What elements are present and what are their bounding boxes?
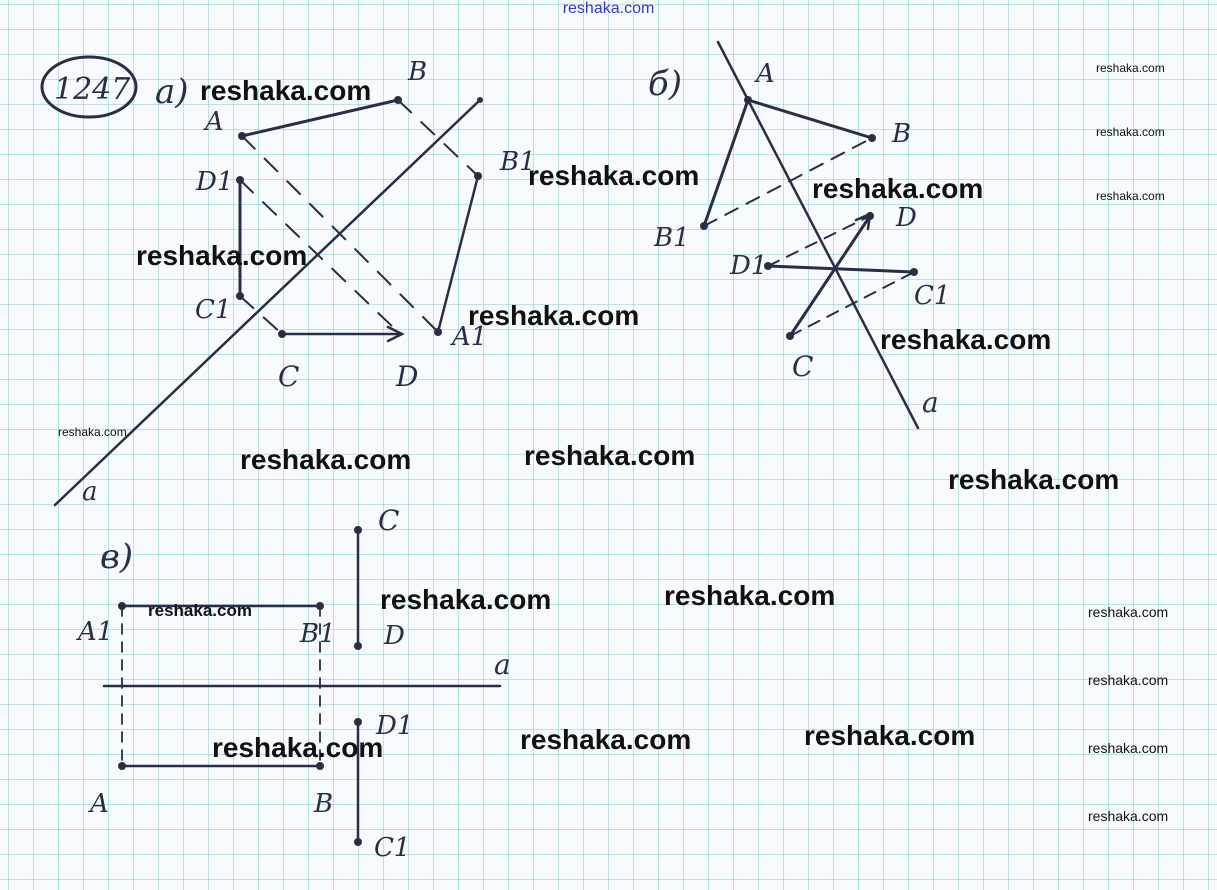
part-v-label-A: A <box>88 789 109 819</box>
part-a-axis-line <box>53 98 482 507</box>
part-b-segment-AB1 <box>702 98 750 228</box>
part-b-axis-line <box>716 40 920 430</box>
part-a-point-B <box>394 96 402 104</box>
watermark-small: reshaka.com <box>58 425 127 439</box>
watermark: reshaka.com <box>524 440 696 471</box>
watermark: reshaka.com <box>804 720 976 751</box>
problem-number: 1247 <box>54 72 131 107</box>
watermark: reshaka.com <box>812 173 984 204</box>
part-a-dashed-AA1 <box>241 135 439 333</box>
part-b-label-C1: C1 <box>914 281 950 311</box>
part-b-label-B1: B1 <box>653 223 690 253</box>
part-b-point-D1 <box>764 262 772 270</box>
part-b-label-D: D <box>895 203 917 233</box>
watermark: reshaka.com <box>948 464 1120 495</box>
part-b-segment-D1C1 <box>766 264 916 274</box>
part-b-point-B <box>868 134 876 142</box>
part-v-point-A1 <box>118 602 126 610</box>
part-v-label-D1: D1 <box>375 711 413 741</box>
part-a-dashed-D1D <box>239 179 399 333</box>
part-v-point-D1 <box>354 718 362 726</box>
part-b-point-D <box>866 212 874 220</box>
part-v-axis-label: a <box>494 648 511 681</box>
watermark: reshaka.com <box>136 240 308 271</box>
part-v-label-A1: A1 <box>76 617 113 647</box>
part-a-point-A <box>238 132 246 140</box>
part-b-label-B: B <box>891 119 911 149</box>
part-a-point-B1 <box>474 172 482 180</box>
part-a-dashed-C1C <box>239 295 283 335</box>
part-a-point-D1 <box>236 176 244 184</box>
part-a-segment-AB <box>240 98 400 138</box>
watermark: reshaka.com <box>212 732 384 763</box>
part-a-segment-B1A1 <box>436 174 480 334</box>
part-a-label-C: C <box>278 360 299 393</box>
part-v-label-C: C <box>378 504 399 537</box>
part-a-label-B1: B1 <box>499 147 536 177</box>
part-a-axis-end <box>477 97 483 103</box>
part-b-dashed-CC1 <box>789 271 915 337</box>
part-b-dashed-D1D <box>767 215 871 267</box>
part-b-dashed-B1B <box>703 137 873 227</box>
part-v-point-B1 <box>316 602 324 610</box>
part-a-point-C1 <box>236 292 244 300</box>
part-b-point-A <box>744 96 752 104</box>
part-v-label: в) <box>100 537 133 577</box>
watermark: reshaka.com <box>664 580 836 611</box>
part-a-point-C <box>278 330 286 338</box>
part-a-point-A1 <box>434 328 442 336</box>
part-b-point-B1 <box>700 222 708 230</box>
watermark-small: reshaka.com <box>1088 808 1169 824</box>
part-a-dashed-BB1 <box>397 99 479 177</box>
part-a-label-C1: C1 <box>195 295 231 325</box>
watermark-small: reshaka.com <box>1088 604 1169 620</box>
watermark: reshaka.com <box>468 300 640 331</box>
watermark-small: reshaka.com <box>1088 740 1169 756</box>
problem-number-circle <box>40 55 138 119</box>
part-v-point-A <box>118 762 126 770</box>
part-v-label-D: D <box>383 621 405 651</box>
part-b-label: б) <box>648 64 682 104</box>
watermark: reshaka.com <box>880 324 1052 355</box>
part-b-label-C: C <box>792 350 813 383</box>
watermark: reshaka.com <box>200 75 372 106</box>
part-a-arrow-D <box>386 325 405 343</box>
part-v-point-C <box>354 526 362 534</box>
part-a-label-D1: D1 <box>195 167 233 197</box>
part-v-label-B: B <box>313 789 333 819</box>
part-a-label-D: D <box>395 360 418 393</box>
part-b-point-C <box>786 332 794 340</box>
watermark: reshaka.com <box>528 160 700 191</box>
part-b-point-C1 <box>910 268 918 276</box>
part-v-point-C1 <box>354 838 362 846</box>
part-a-label: а) <box>155 72 189 112</box>
part-a-label-A: A <box>203 107 224 137</box>
site-header[interactable]: reshaka.com <box>562 0 655 17</box>
part-b-segment-AB <box>746 98 874 140</box>
part-a-axis-label: a <box>82 477 98 507</box>
watermark: reshaka.com <box>520 724 692 755</box>
watermark-small: reshaka.com <box>1096 189 1165 203</box>
watermark: reshaka.com <box>240 444 412 475</box>
part-a-label-B: B <box>407 57 427 87</box>
watermark-small: reshaka.com <box>1088 672 1169 688</box>
part-v-point-B <box>316 762 324 770</box>
part-v-point-D <box>354 642 362 650</box>
part-b-axis-label: a <box>922 386 939 419</box>
part-b-label-A: A <box>754 59 775 89</box>
part-b-segment-CD <box>788 214 872 338</box>
watermark: reshaka.com <box>380 584 552 615</box>
part-b-label-D1: D1 <box>729 251 767 281</box>
watermark-small: reshaka.com <box>1096 125 1165 139</box>
part-v-label-C1: C1 <box>374 833 410 863</box>
part-v-label-B1: B1 <box>299 619 336 649</box>
watermark-small: reshaka.com <box>1096 61 1165 75</box>
part-a-label-A1: A1 <box>450 322 487 352</box>
watermark: reshaka.com <box>148 601 252 620</box>
